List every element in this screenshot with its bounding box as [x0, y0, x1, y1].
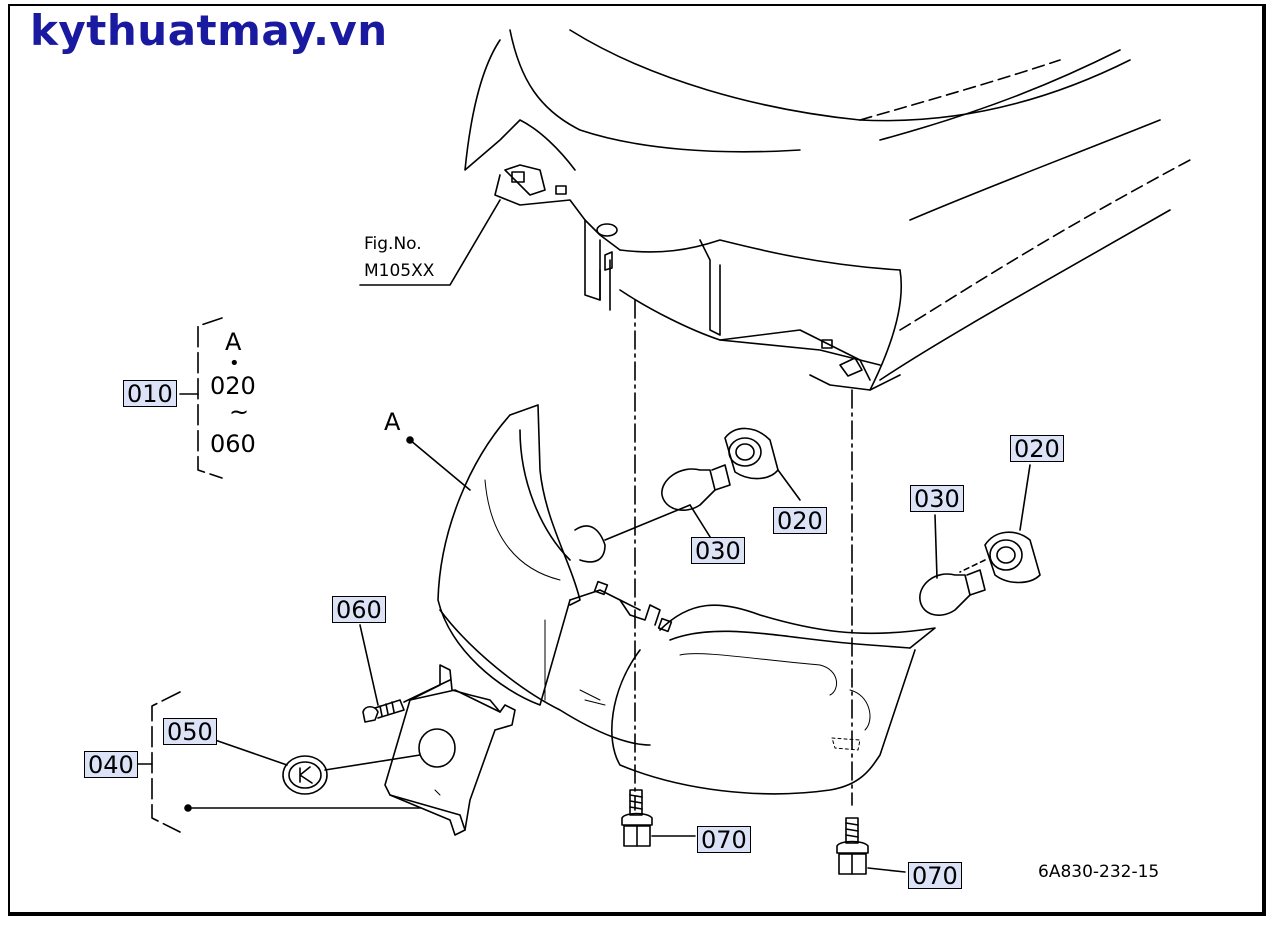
screw-060 [359, 624, 451, 723]
figure-ref-label: Fig.No. [364, 234, 422, 254]
figure-ref-number[interactable]: M105XX [364, 261, 435, 281]
bulb-030-left [604, 464, 731, 541]
figref-leader [359, 199, 501, 286]
right-lamp-housing [611, 604, 936, 795]
group-010-item-020[interactable]: 020 [210, 372, 256, 400]
group-010-item-a: A [225, 328, 242, 356]
part-070-left-label[interactable]: 070 [697, 826, 751, 853]
diagram-code: 6A830-232-15 [1038, 862, 1160, 882]
bulb-030-right [919, 514, 986, 616]
ref-a-label: A [384, 408, 401, 436]
group-040-bracket [151, 691, 181, 833]
part-010-label[interactable]: 010 [123, 380, 177, 407]
part-070-right-label[interactable]: 070 [908, 862, 962, 889]
diagram-frame [8, 4, 1266, 916]
part-030-right-label[interactable]: 030 [910, 485, 964, 512]
bracket-040 [384, 664, 516, 836]
group-010-item-tilde: ~ [229, 398, 250, 426]
group-010-item-060[interactable]: 060 [210, 430, 256, 458]
part-020-left-label[interactable]: 020 [773, 507, 827, 534]
bolt-070-right [836, 817, 906, 875]
bolt-070-left [621, 789, 696, 847]
upper-housing [464, 29, 1191, 391]
part-040-label[interactable]: 040 [84, 751, 138, 778]
part-050-label[interactable]: 050 [163, 718, 217, 745]
socket-020-right [984, 464, 1041, 584]
part-060-label[interactable]: 060 [332, 596, 386, 623]
group-040-point [184, 804, 192, 812]
emblem-050 [214, 739, 421, 795]
left-lamp-housing [437, 404, 673, 746]
group-010-bracket [197, 317, 223, 479]
watermark-logo: kythuatmay.vn [30, 6, 388, 55]
part-030-left-label[interactable]: 030 [691, 537, 745, 564]
ref-a-point [406, 436, 414, 444]
part-020-right-label[interactable]: 020 [1010, 435, 1064, 462]
socket-020-left [724, 427, 801, 501]
ref-a-leader [409, 439, 471, 491]
group-010-item-dot: • [229, 353, 240, 374]
